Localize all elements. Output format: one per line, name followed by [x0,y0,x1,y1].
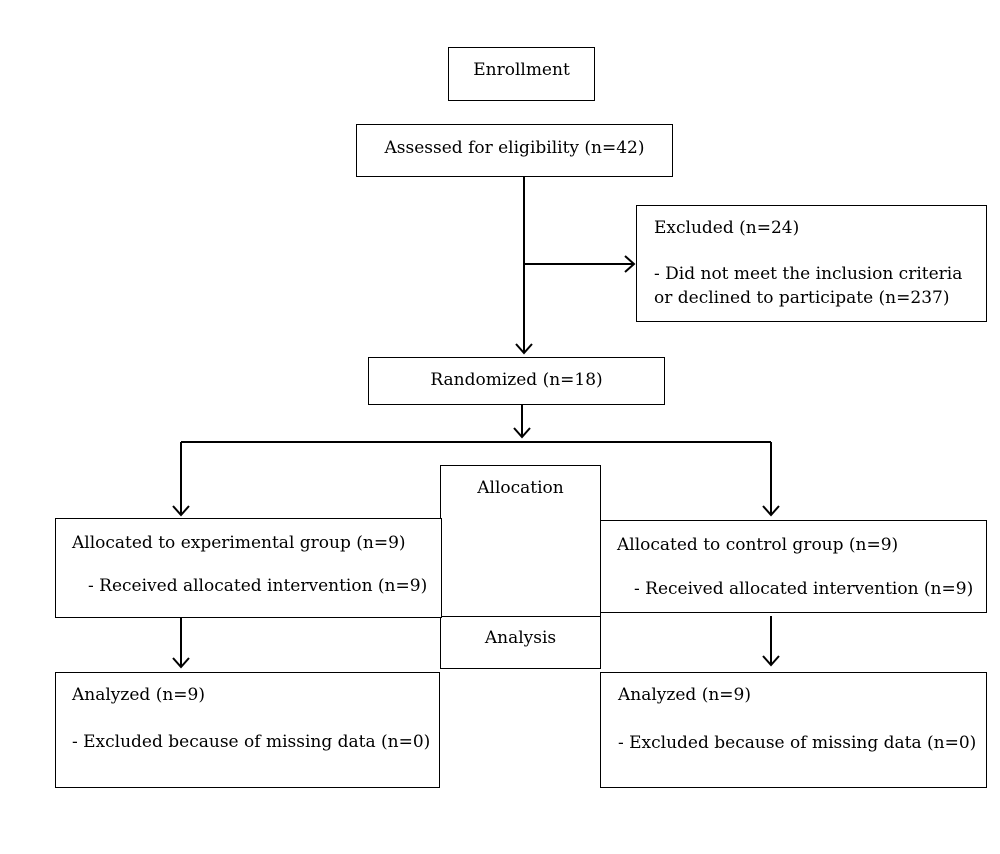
analysis-label: Analysis [484,628,557,648]
experimental-received-label: - Received allocated intervention (n=9) [88,576,428,596]
control-allocated-box: Allocated to control group (n=9) - Recei… [600,520,987,613]
excluded-title: Excluded (n=24) [654,218,800,238]
experimental-allocated-label: Allocated to experimental group (n=9) [72,533,406,553]
control-received-label: - Received allocated intervention (n=9) [634,579,974,599]
randomized-label: Randomized (n=18) [430,370,603,390]
assessed-box: Assessed for eligibility (n=42) [356,124,673,177]
excluded-line1: - Did not meet the inclusion criteria [654,264,963,284]
allocation-box: Allocation [440,465,601,518]
control-allocated-label: Allocated to control group (n=9) [617,535,899,555]
enrollment-label: Enrollment [473,60,570,80]
allocation-label: Allocation [477,478,564,498]
control-excluded-label: - Excluded because of missing data (n=0) [618,733,977,753]
excluded-line2: or declined to participate (n=237) [654,288,950,308]
assessed-label: Assessed for eligibility (n=42) [384,138,645,158]
experimental-analyzed-label: Analyzed (n=9) [72,685,205,705]
control-analyzed-box: Analyzed (n=9) - Excluded because of mis… [600,672,987,788]
stage-divider-box [440,517,601,618]
control-analyzed-label: Analyzed (n=9) [618,685,751,705]
experimental-allocated-box: Allocated to experimental group (n=9) - … [55,518,442,618]
experimental-analyzed-box: Analyzed (n=9) - Excluded because of mis… [55,672,440,788]
randomized-box: Randomized (n=18) [368,357,665,405]
enrollment-box: Enrollment [448,47,595,101]
analysis-box: Analysis [440,616,601,669]
experimental-excluded-label: - Excluded because of missing data (n=0) [72,732,431,752]
excluded-box: Excluded (n=24) - Did not meet the inclu… [636,205,987,322]
